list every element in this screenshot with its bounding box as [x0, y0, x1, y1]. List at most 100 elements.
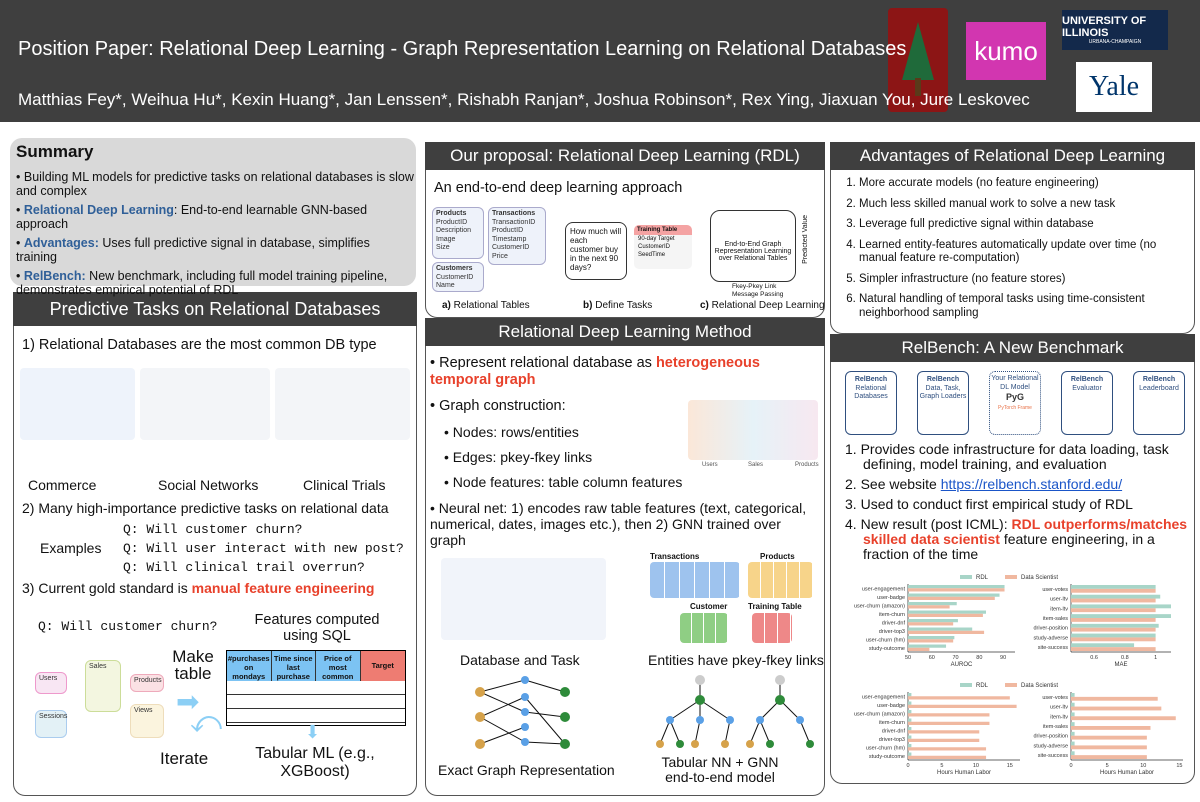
heterogeneous-graph-figure — [688, 400, 818, 460]
x-tick-label: 10 — [1140, 763, 1146, 769]
sub-bullet: • Nodes: rows/entities — [444, 424, 579, 440]
summary-lead: Advantages: — [23, 236, 99, 250]
bar-data-scientist — [1071, 618, 1156, 622]
point-2: 2) Many high-importance predictive tasks… — [22, 500, 389, 516]
category-label: item-sales — [1043, 724, 1068, 730]
rdl-box: End-to-End Graph Representation Learning… — [710, 210, 796, 282]
x-tick-label: 90 — [1000, 655, 1006, 661]
category-label: driver-top3 — [879, 629, 905, 635]
bar-data-scientist — [908, 704, 1017, 708]
table-field: CustomerID — [492, 244, 530, 251]
training-table: Training Table 90-day Target CustomerID … — [634, 225, 692, 269]
x-axis-label: Hours Human Labor — [1100, 770, 1154, 776]
right-arrow-icon: ➡ — [176, 686, 200, 717]
bar-rdl — [1071, 604, 1171, 609]
task-question-bubble: How much will each customer buy in the n… — [565, 222, 627, 280]
bar-rdl — [908, 718, 912, 722]
category-label: driver-dnf — [882, 620, 906, 626]
bar-rdl — [908, 627, 973, 631]
schema-table: Sessions — [35, 710, 67, 738]
bar-data-scientist — [908, 647, 930, 651]
item-number: 2. — [845, 476, 857, 492]
point-3-text: 3) Current gold standard is — [22, 580, 192, 596]
summary-text: Uses full predictive signal in database,… — [16, 236, 370, 264]
pipeline-title: RelBench — [854, 376, 888, 383]
caption-exact-graph: Exact Graph Representation — [438, 762, 615, 778]
category-label: item-ltv — [1050, 714, 1068, 720]
method-bullet-1: • Represent relational database as heter… — [430, 355, 760, 388]
training-field: 90-day Target — [638, 236, 675, 242]
bar-rdl — [908, 585, 1005, 589]
category-label: item-churn — [879, 612, 905, 618]
bar-data-scientist — [908, 605, 950, 609]
bar-rdl — [908, 693, 912, 697]
item-text: Used to conduct first empirical study of… — [860, 496, 1133, 512]
bar-rdl — [1071, 643, 1135, 648]
advantages-list: More accurate models (no feature enginee… — [845, 177, 1185, 320]
legend-fkey: Fkey-Pkey Link — [732, 283, 777, 290]
caption-letter: c) — [700, 300, 709, 311]
pipeline-text: Your Relational DL Model — [991, 375, 1039, 391]
category-label: study-adverse — [1033, 743, 1068, 749]
bar-data-scientist — [908, 630, 985, 634]
bullet-text: Neural net: 1) encodes raw table feature… — [430, 500, 807, 548]
caption-text: Define Tasks — [592, 300, 653, 311]
table-field: Image — [436, 235, 456, 243]
caption-database-task: Database and Task — [460, 652, 580, 668]
item-text: New result (post ICML): — [860, 516, 1012, 532]
relbench-website-link[interactable]: https://relbench.stanford.edu/ — [940, 476, 1123, 492]
bar-data-scientist — [1071, 716, 1176, 721]
example-1: Q: Will customer churn? — [123, 522, 303, 537]
category-label: driver-position — [1033, 734, 1068, 740]
schema-table: Sales — [85, 660, 121, 712]
summary-lead: Relational Deep Learning — [23, 203, 174, 217]
pipeline-text: Leaderboard — [1139, 384, 1179, 392]
poster-title: Position Paper: Relational Deep Learning… — [18, 38, 907, 60]
example-3: Q: Will clinical trail overrun? — [123, 560, 365, 575]
summary-item: • RelBench: New benchmark, including ful… — [16, 269, 388, 297]
legend-swatch-ds — [1005, 575, 1017, 579]
db-label-commerce: Commerce — [28, 477, 97, 493]
category-label: user-ltv — [1050, 597, 1068, 603]
bar-data-scientist — [908, 721, 990, 725]
category-label: item-ltv — [1050, 606, 1068, 612]
table-field: ProductID — [436, 218, 468, 226]
caption-c: c) Relational Deep Learning — [700, 300, 825, 312]
customer-grid — [680, 613, 728, 643]
x-axis-label: MAE — [1114, 662, 1127, 668]
table-name: Products — [436, 210, 467, 217]
training-field: CustomerID — [638, 244, 671, 250]
products-table: Products ProductID Description Image Siz… — [432, 207, 484, 259]
fig-table-training: Training Table — [748, 602, 802, 611]
pipeline-text: Data, Task, Graph Loaders — [919, 384, 967, 401]
caption-letter: b) — [583, 300, 593, 311]
bar-data-scientist — [1071, 745, 1147, 750]
table-field: TransactionID — [492, 218, 536, 226]
iterate-arrow-icon: ⤺ — [190, 706, 223, 739]
summary-text: New benchmark, including full model trai… — [16, 269, 388, 297]
advantage-item: Simpler infrastructure (no feature store… — [859, 273, 1185, 287]
churn-question: Q: Will customer churn? — [38, 619, 218, 634]
x-axis-label: Hours Human Labor — [937, 770, 991, 776]
category-label: item-churn — [879, 720, 905, 726]
bar-data-scientist — [1071, 755, 1147, 759]
category-label: user-churn (amazon) — [854, 603, 905, 609]
bar-rdl — [908, 752, 912, 756]
method-header: Relational Deep Learning Method — [425, 318, 825, 346]
bar-rdl — [908, 610, 986, 614]
graph-representation-figure — [475, 676, 570, 749]
social-schema-image — [140, 368, 270, 440]
legend-label: RDL — [976, 683, 989, 689]
legend-swatch-rdl — [960, 575, 972, 579]
db-label-clinical: Clinical Trials — [303, 477, 386, 493]
category-label: user-votes — [1042, 695, 1068, 701]
method-bullet-2: • Graph construction: — [430, 398, 566, 414]
bar-data-scientist — [1071, 598, 1156, 603]
column-header: Target — [360, 651, 405, 681]
pipeline-text: Evaluator — [1072, 384, 1102, 392]
x-tick-label: 15 — [1007, 763, 1013, 769]
bullet-text: Represent relational database as — [439, 355, 656, 371]
legend-swatch-rdl — [960, 683, 972, 687]
transactions-grid — [650, 562, 740, 598]
